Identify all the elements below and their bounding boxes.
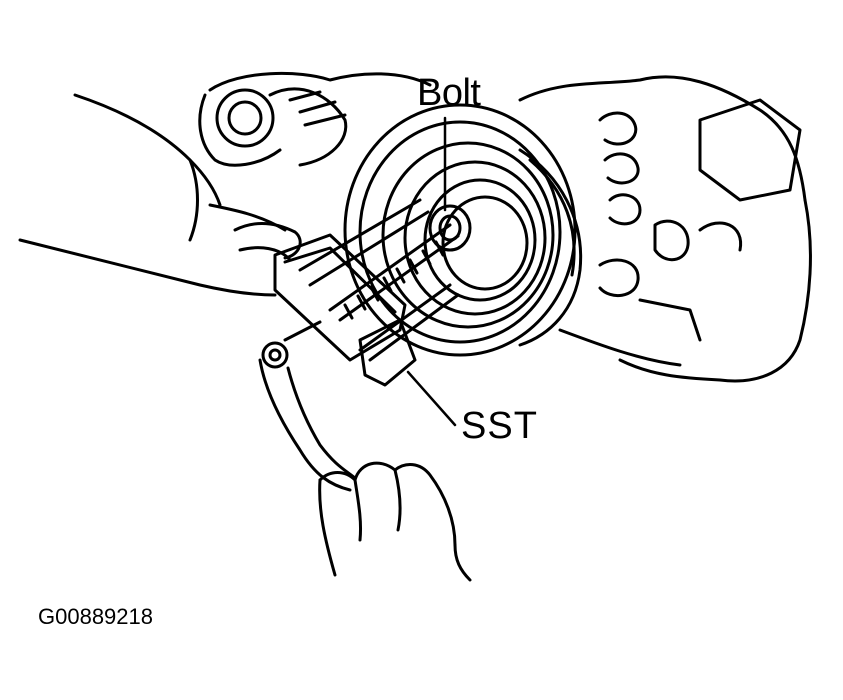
- alternator-pulley: [215, 87, 348, 167]
- right-hand: [318, 461, 472, 582]
- crankshaft-pulley: [343, 103, 583, 357]
- sst-label: SST: [461, 405, 538, 447]
- leader-lines: [406, 116, 457, 427]
- sst-puller-tool: [273, 198, 460, 387]
- left-arm: [18, 93, 302, 297]
- engine-block-outline: [198, 71, 812, 383]
- bolt-label: Bolt: [417, 72, 481, 114]
- figure-id: G00889218: [38, 604, 153, 629]
- ratchet-handle: [258, 320, 357, 492]
